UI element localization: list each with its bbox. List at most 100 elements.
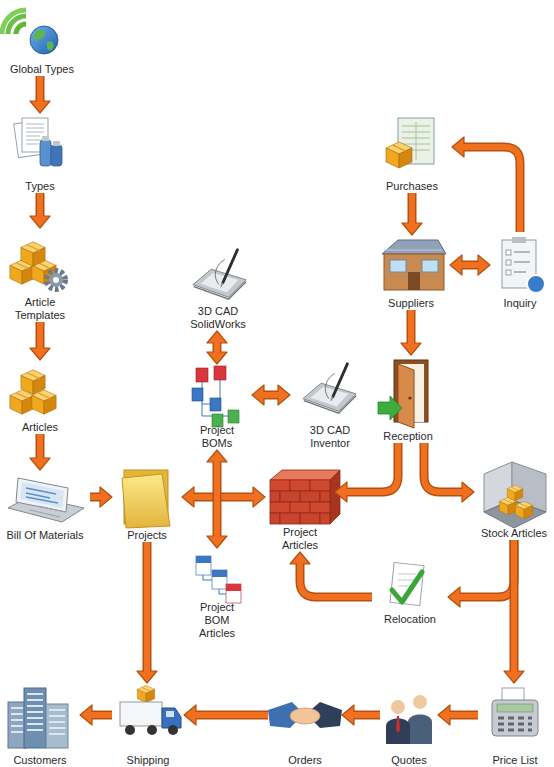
article-templates-icon-part [21,242,45,266]
bricks-icon-part [270,491,280,502]
arrow-body [408,310,414,345]
arrow-body [37,193,43,218]
globe-icon-part [47,41,54,50]
flow-node: Project BOM Articles [182,548,252,640]
flow-arrow [207,331,227,364]
store-icon-part [384,254,444,290]
people-icon-part [396,716,400,733]
flow-node: Articles [0,360,80,434]
node-label: Global Types [0,63,84,76]
bricks-icon-part [290,480,310,491]
door-icon-part [408,396,411,399]
flow-arrow [30,193,50,228]
bom-articles-icon-part [212,570,227,589]
node-label: Bill Of Materials [0,529,90,542]
tablet-icon [193,250,246,299]
relocation-icon-part [390,563,424,606]
node-label: Quotes [380,754,438,767]
bricks-icon-part [290,502,310,513]
node-label: Stock Articles [474,527,554,540]
buildings-icon [8,688,68,748]
node-label: Projects [112,529,182,542]
purchases-icon [386,118,434,168]
bom-terminal-icon-part [20,482,64,508]
bricks-icon-part [330,470,340,524]
flow-arrow [207,450,227,548]
flow-node: Stock Articles [474,456,554,540]
types-icon [14,118,62,166]
bom-articles-icon [196,556,241,603]
buildings-icon-part [11,694,65,734]
arrow-body [37,76,43,103]
arrow-outline [464,147,520,232]
folder-icon [122,470,170,528]
arrow-body [409,193,415,225]
flow-node: Inquiry [490,232,550,310]
handshake-icon [268,702,342,728]
flow-node: Projects [112,465,182,542]
bricks-icon-part [300,491,320,502]
flow-node: Global Types [0,0,84,76]
node-label: Customers [0,754,80,767]
arrow-outline [300,564,372,597]
door-icon-part [398,364,414,428]
globe-icon-part [2,10,26,34]
articles-icon-part [32,390,56,414]
node-label: Suppliers [372,297,450,310]
flow-node: Project BOMs [182,364,252,450]
arrow-body [300,562,372,597]
article-templates-icon-part [53,277,59,283]
flow-arrow [335,443,398,502]
store-icon [382,240,446,290]
node-label: Articles [0,421,80,434]
node-label: Orders [268,754,342,767]
flow-arrow [424,443,474,502]
store-icon-part [390,260,406,272]
door-icon-part [378,396,402,420]
flow-arrow [402,193,422,235]
flow-arrow [80,705,112,725]
store-icon-part [408,272,420,290]
tablet-icon-part [303,364,356,413]
flow-arrow [30,322,50,360]
arrow-body [458,540,514,597]
globe-icon-part [34,30,45,42]
calculator-icon-part [498,718,532,730]
bom-tree-icon-part [228,410,239,423]
arrow-body [90,712,112,718]
node-label: Project Articles [265,526,335,552]
arrow-outline [460,540,514,597]
bom-articles-icon-part [196,556,211,575]
truck-icon-part [125,725,135,735]
globe-icon-part [16,24,26,34]
flow-arrow [290,552,372,597]
flow-node: Suppliers [372,235,450,310]
flow-arrow [30,434,50,470]
node-label: Reception [370,430,446,443]
tablet-icon [303,364,356,413]
inquiry-icon-part [506,260,511,265]
flow-arrow [90,487,112,507]
node-label: Types [0,180,80,193]
relocation-icon [390,563,424,606]
arrow-body [352,712,380,718]
flow-node: Relocation [372,560,448,626]
flow-node: Project Articles [265,458,335,552]
bom-terminal-icon [8,478,84,522]
article-templates-icon [10,242,65,289]
truck-icon-part [162,708,181,728]
node-label: Article Templates [5,296,75,322]
node-label: Relocation [372,613,448,626]
store-icon-part [422,260,438,272]
store-icon-part [384,250,442,251]
flow-arrow [504,540,524,683]
inquiry-icon-part [512,237,526,243]
bricks-icon-part [310,502,330,513]
flow-node: Article Templates [0,228,80,322]
arrow-outline [347,443,398,492]
bom-articles-icon-part [226,584,241,603]
flow-node: Bill Of Materials [0,470,90,542]
stock-room-icon-part [507,485,523,501]
flow-arrow [30,76,50,113]
arrow-outline [424,443,462,492]
